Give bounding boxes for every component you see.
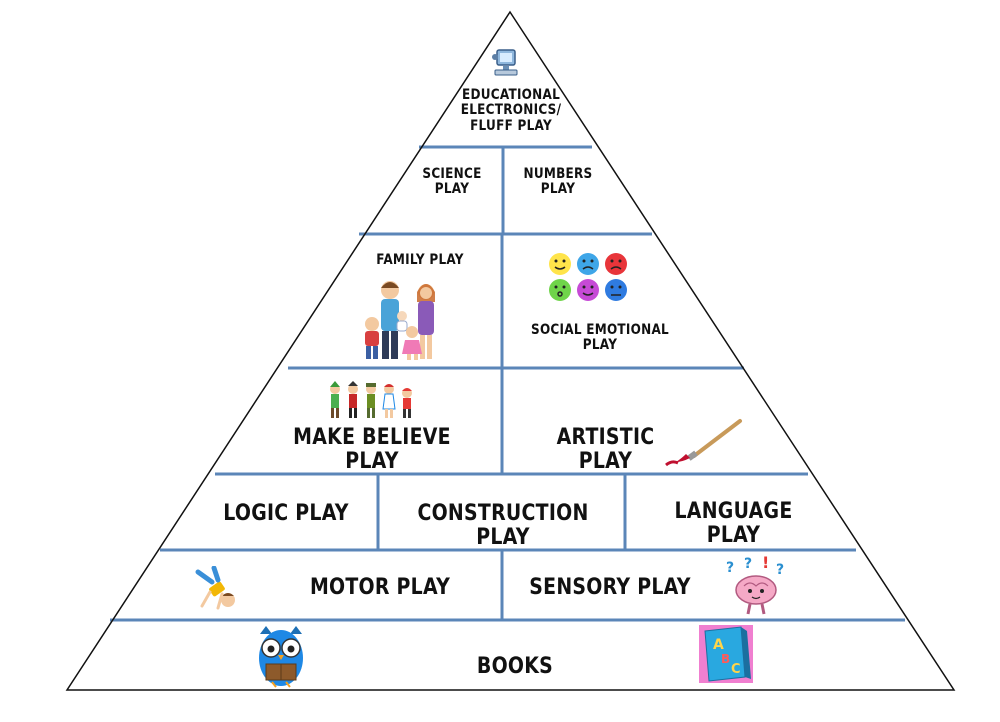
label-family-play: FAMILY PLAY: [376, 252, 464, 268]
label-educational-electronics: EDUCATIONAL ELECTRONICS/ FLUFF PLAY: [460, 87, 562, 134]
abc-book-icon: A B C: [699, 625, 753, 683]
label-sensory-play: SENSORY PLAY: [529, 575, 691, 600]
paintbrush-icon: [665, 419, 742, 467]
cell-dividers: [376, 147, 627, 620]
family-icon: [365, 281, 435, 360]
emotion-faces-icon: [549, 253, 627, 301]
pyramid-outline: [65, 10, 956, 691]
tier-dividers: [110, 145, 905, 622]
svg-text:?: ?: [776, 562, 784, 578]
svg-text:B: B: [721, 652, 730, 666]
svg-text:C: C: [731, 662, 741, 677]
svg-text:?: ?: [726, 560, 734, 576]
svg-text:A: A: [713, 637, 724, 653]
reading-owl-icon: [259, 626, 303, 688]
label-social-emotional-play: SOCIAL EMOTIONAL PLAY: [531, 322, 669, 354]
costume-kids-icon: [330, 381, 412, 418]
label-science-play: SCIENCE PLAY: [422, 166, 482, 198]
thinking-brain-icon: ? ? ! ?: [726, 554, 784, 615]
cartwheel-kid-icon: [195, 566, 235, 610]
computer-icon: [492, 49, 518, 76]
label-logic-play: LOGIC PLAY: [223, 501, 349, 526]
label-make-believe-play: MAKE BELIEVE PLAY: [293, 425, 451, 475]
svg-text:!: !: [762, 554, 769, 572]
label-books: BOOKS: [476, 654, 554, 679]
label-construction-play: CONSTRUCTION PLAY: [417, 501, 589, 551]
svg-text:?: ?: [744, 556, 752, 572]
label-numbers-play: NUMBERS PLAY: [523, 166, 593, 198]
label-motor-play: MOTOR PLAY: [309, 575, 451, 600]
label-artistic-play: ARTISTIC PLAY: [556, 425, 655, 475]
label-language-play: LANGUAGE PLAY: [674, 499, 793, 549]
